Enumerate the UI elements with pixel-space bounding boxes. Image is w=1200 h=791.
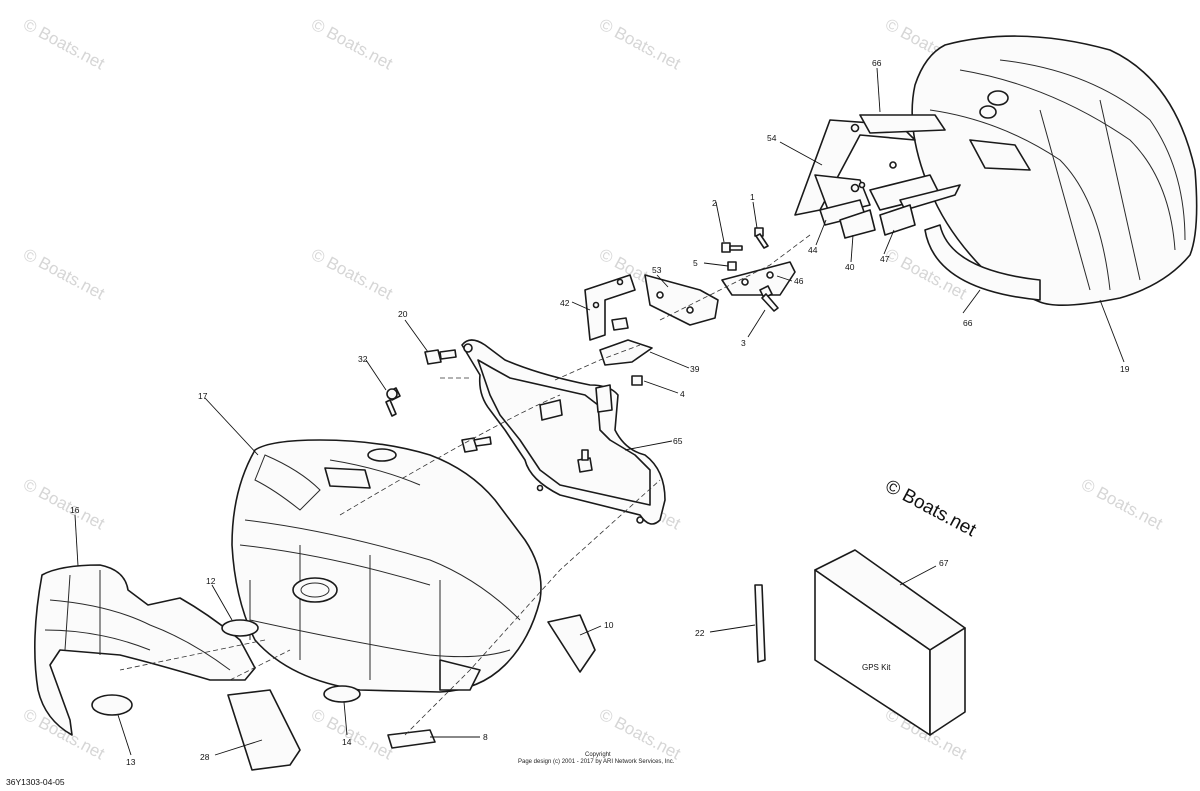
callout-17: 17: [198, 391, 208, 401]
right-saddlebag: [911, 35, 1198, 306]
callout-39: 39: [690, 364, 700, 374]
callout-4: 4: [680, 389, 685, 399]
copyright-title: Copyright: [585, 752, 611, 758]
callout-42: 42: [560, 298, 570, 308]
bracket-53: [644, 274, 719, 326]
callout-54: 54: [767, 133, 777, 143]
callout-13: 13: [126, 757, 136, 767]
callout-8: 8: [483, 732, 488, 742]
callout-2: 2: [712, 198, 717, 208]
callout-14: 14: [342, 737, 352, 747]
bracket-42: [584, 274, 636, 341]
callout-20: 20: [398, 309, 408, 319]
callout-5: 5: [693, 258, 698, 268]
left-mount-frame: [461, 339, 666, 525]
spacer-39: [599, 339, 653, 386]
callout-53: 53: [652, 265, 662, 275]
watermark: © Boats.net: [20, 245, 108, 304]
watermark: © Boats.net: [308, 15, 396, 74]
callout-47: 47: [880, 254, 890, 264]
diagram-code: 36Y1303-04-05: [6, 777, 65, 787]
gps-kit-box: GPS Kit: [814, 549, 966, 736]
bracket-46: [721, 261, 796, 296]
watermark: © Boats.net: [308, 705, 396, 764]
callout-labels: 66 54 1 2 53 5 46 44 40 47 66 19 42 3 20…: [70, 58, 1130, 767]
gps-kit-label: GPS Kit: [862, 663, 891, 672]
left-fasteners: [385, 349, 593, 473]
callout-66: 66: [963, 318, 973, 328]
assembly-lines: [119, 234, 811, 736]
callout-12: 12: [206, 576, 216, 586]
watermark: © Boats.net: [596, 15, 684, 74]
callout-19: 19: [1120, 364, 1130, 374]
watermark: © Boats.net: [308, 245, 396, 304]
watermark: © Boats.net: [1078, 475, 1166, 534]
callout-10: 10: [604, 620, 614, 630]
callout-28: 28: [200, 752, 210, 762]
strip-22: [754, 584, 766, 663]
callout-44: 44: [808, 245, 818, 255]
watermark: © Boats.net: [20, 15, 108, 74]
callout-22: 22: [695, 628, 705, 638]
right-bracket-assembly: [794, 114, 961, 239]
callout-1: 1: [750, 192, 755, 202]
boats-net-watermark: © Boats.net: [882, 476, 980, 542]
callout-67: 67: [939, 558, 949, 568]
callout-46: 46: [794, 276, 804, 286]
callout-16: 16: [70, 505, 80, 515]
copyright-text: Page design (c) 2001 - 2017 by ARI Netwo…: [518, 759, 675, 765]
callout-3: 3: [741, 338, 746, 348]
callout-66: 66: [872, 58, 882, 68]
left-saddlebag: [231, 439, 542, 693]
callout-32: 32: [358, 354, 368, 364]
callout-65: 65: [673, 436, 683, 446]
decals: [91, 614, 596, 771]
left-cover-16: [34, 564, 256, 736]
watermark: © Boats.net: [20, 475, 108, 534]
callout-40: 40: [845, 262, 855, 272]
leader-lines: [74, 67, 1125, 756]
fasteners-46: [721, 227, 779, 312]
